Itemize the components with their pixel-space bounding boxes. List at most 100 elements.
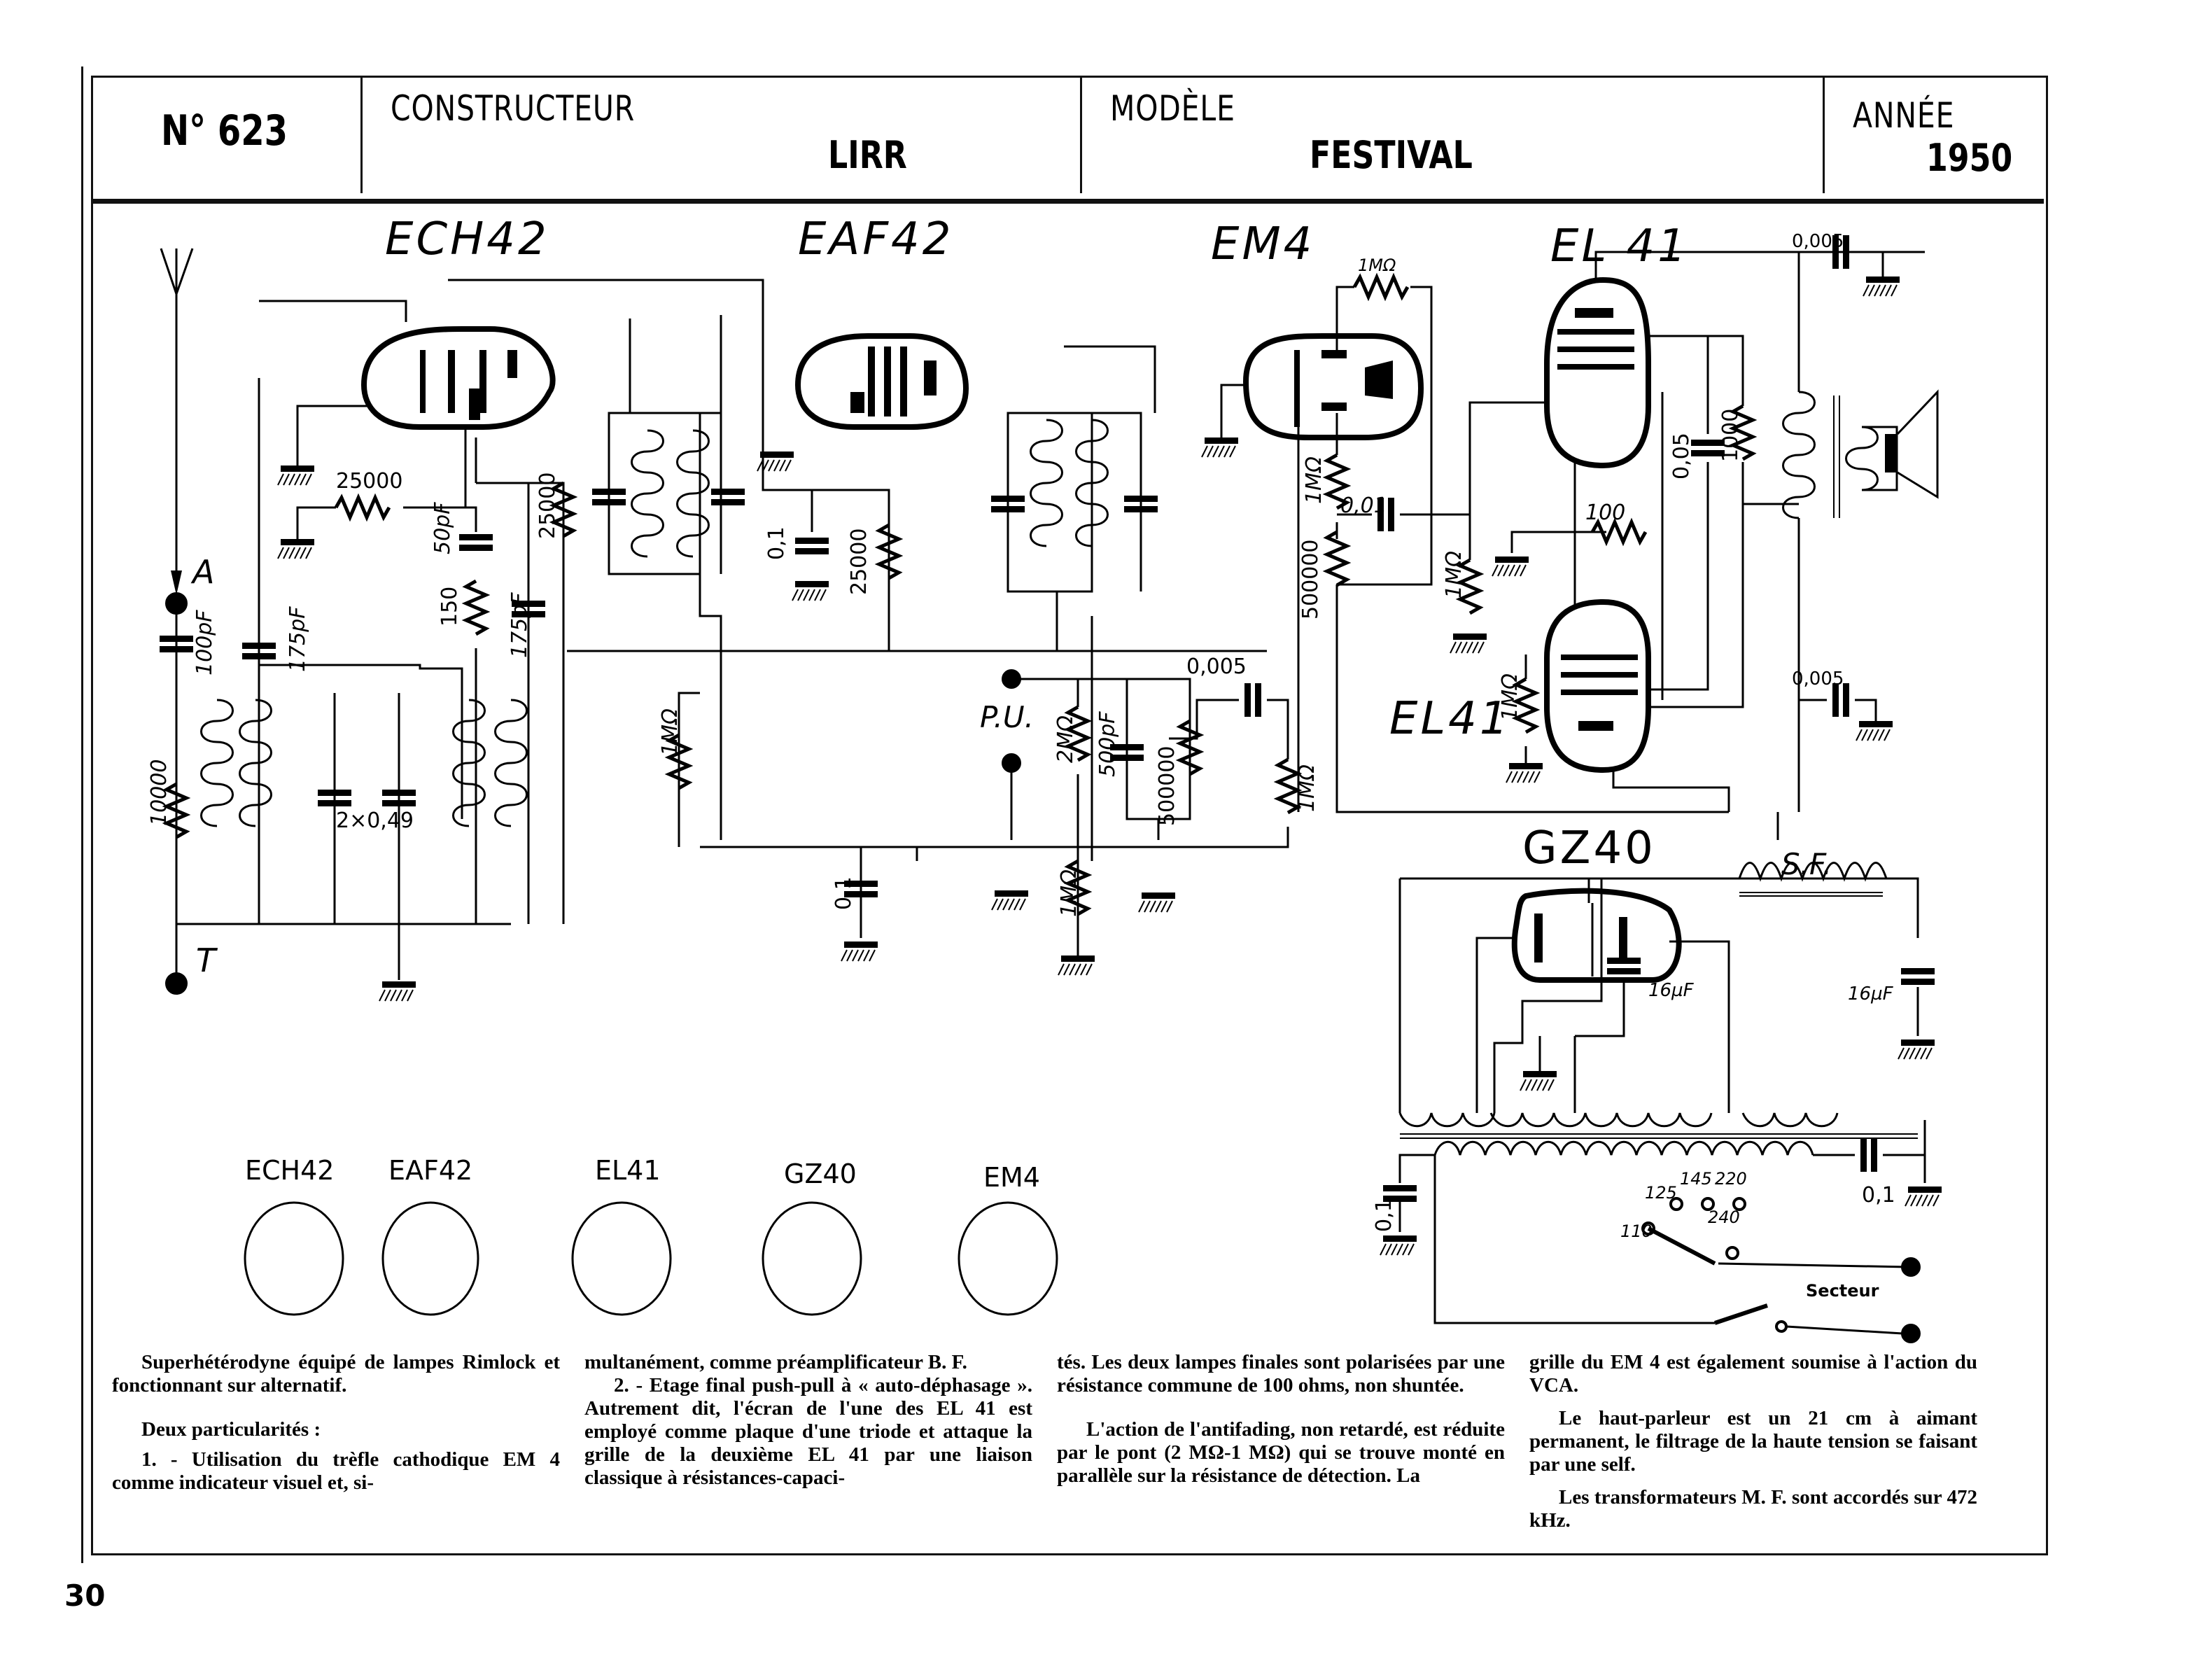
- tap-145: 145: [1680, 1169, 1712, 1189]
- label-c-antenna: 100pF: [192, 610, 217, 676]
- label-r-pu2: 1MΩ: [1295, 764, 1319, 812]
- tap-220: 220: [1715, 1169, 1747, 1189]
- annee-label: ANNÉE: [1853, 95, 1955, 136]
- label-r-agc: 1MΩ: [658, 708, 682, 756]
- paragraph: Deux particularités :: [141, 1418, 321, 1441]
- tube-label-el41-bottom: EL41: [1389, 693, 1511, 745]
- modele-cell: MODÈLE FESTIVAL: [1082, 76, 1825, 193]
- tube-label-em4: EM4: [1211, 218, 1315, 270]
- page-inner-frame: [91, 76, 2048, 1555]
- base-ech42-icon: [244, 1201, 344, 1316]
- el41-bottom-tube-icon: [1544, 598, 1651, 774]
- paragraph: tés. Les deux lampes finales sont polari…: [1057, 1351, 1505, 1396]
- label-r-antenna: 10000: [147, 759, 171, 826]
- text-column-1: Superhétérodyne équipé de lampes Rimlock…: [112, 1351, 560, 1494]
- eaf42-tube-icon: [794, 333, 969, 430]
- base-label-eaf42: EAF42: [388, 1155, 473, 1186]
- base-label-em4: EM4: [983, 1162, 1040, 1193]
- label-r-el2: 1MΩ: [1498, 673, 1522, 721]
- earth-label: T: [196, 941, 216, 979]
- label-r-cathode: 100: [1585, 500, 1626, 525]
- base-label-el41: EL41: [595, 1155, 661, 1186]
- page-number: 30: [64, 1578, 106, 1613]
- text-column-3: tés. Les deux lampes finales sont polari…: [1057, 1351, 1505, 1488]
- paragraph: 1. - Utilisation du trèfle cathodique EM…: [112, 1448, 560, 1494]
- if-transformer-1-icon: [591, 315, 746, 575]
- paragraph: grille du EM 4 est également soumise à l…: [1529, 1351, 1977, 1396]
- paragraph: multanément, comme préamplificateur B. F…: [584, 1351, 967, 1373]
- if-transformer-2-icon: [990, 345, 1159, 593]
- label-r-screen: 1000: [1718, 408, 1743, 462]
- label-c-filter1: 16µF: [1648, 980, 1694, 1001]
- mains-terminal-1-icon: [1901, 1257, 1921, 1277]
- voltage-selector-icon: [1641, 1197, 1908, 1268]
- label-c-bottom: 0,005: [1792, 668, 1844, 690]
- pickup-label: P.U.: [980, 700, 1034, 734]
- label-r-em4c: 500000: [1298, 539, 1323, 620]
- sheet-number: N° 623: [161, 106, 288, 155]
- tube-label-ech42: ECH42: [385, 214, 549, 265]
- label-r-pu1: 2MΩ: [1053, 715, 1078, 763]
- page-outer-frame: [81, 66, 2057, 1563]
- em4-tube-icon: [1242, 333, 1424, 440]
- label-tuning-cap: 2×0,49: [336, 808, 414, 833]
- antenna-terminal-icon: [165, 592, 188, 615]
- label-c-pu: 500pF: [1095, 711, 1120, 777]
- antenna-icon: [160, 248, 194, 595]
- label-c-eaf: 0,1: [764, 526, 789, 560]
- paragraph: Superhétérodyne équipé de lampes Rimlock…: [112, 1351, 560, 1396]
- paragraph: 2. - Etage final push-pull à « auto-déph…: [584, 1374, 1032, 1489]
- label-r-el1: 1MΩ: [1442, 551, 1466, 598]
- tube-label-eaf42: EAF42: [798, 214, 954, 265]
- mains-terminal-2-icon: [1901, 1324, 1921, 1343]
- base-label-ech42: ECH42: [245, 1155, 335, 1186]
- number-cell: N° 623: [91, 76, 363, 193]
- annee-value: 1950: [1926, 136, 2013, 180]
- text-column-4: grille du EM 4 est également soumise à l…: [1529, 1351, 1977, 1532]
- label-r-em4a: 1MΩ: [1358, 255, 1396, 275]
- ech42-tube-icon: [360, 326, 556, 430]
- modele-value: FESTIVAL: [1310, 133, 1473, 177]
- base-eaf42-icon: [381, 1201, 479, 1316]
- label-c-top: 0,005: [1792, 231, 1844, 252]
- constructeur-cell: CONSTRUCTEUR LIRR: [363, 76, 1082, 193]
- label-c-pu2: 0,005: [1186, 654, 1247, 679]
- modele-label: MODÈLE: [1110, 88, 1235, 129]
- output-transformer-icon: [1781, 252, 1898, 812]
- label-r-pu3: 1MΩ: [1057, 869, 1081, 917]
- annee-cell: ANNÉE 1950: [1825, 76, 2042, 193]
- label-c-mains1: 0,1: [1372, 1198, 1396, 1232]
- tap-240: 240: [1708, 1208, 1740, 1227]
- paragraph: Les transformateurs M. F. sont accordés …: [1529, 1486, 1977, 1532]
- power-switch-icon: [1714, 1303, 1903, 1335]
- base-label-gz40: GZ40: [784, 1158, 857, 1189]
- mains-transformer-icon: [1398, 1112, 1918, 1156]
- text-column-2: multanément, comme préamplificateur B. F…: [584, 1351, 1032, 1490]
- constructeur-value: LIRR: [828, 133, 907, 177]
- choke-label: S.F.: [1781, 847, 1832, 881]
- tube-label-el41-top: EL 41: [1550, 220, 1689, 272]
- label-r-grid: 25000: [336, 469, 403, 493]
- label-c-mains2: 0,1: [1862, 1183, 1895, 1208]
- paragraph: L'action de l'antifading, non retardé, e…: [1057, 1418, 1505, 1487]
- paragraph: Le haut-parleur est un 21 cm à aimant pe…: [1529, 1407, 1977, 1476]
- el41-top-tube-icon: [1544, 276, 1651, 469]
- antenna-label: A: [192, 553, 215, 591]
- tap-110: 110: [1620, 1222, 1653, 1241]
- label-r-osc: 150: [437, 586, 462, 626]
- base-em4-icon: [958, 1201, 1058, 1316]
- label-r-em4b: 1MΩ: [1302, 456, 1326, 504]
- label-c-em4: 0,01: [1340, 493, 1387, 518]
- tube-label-gz40: GZ40: [1522, 822, 1656, 874]
- base-gz40-icon: [762, 1201, 862, 1316]
- earth-terminal-icon: [165, 972, 188, 995]
- label-c-osc2: 175pF: [507, 592, 532, 658]
- label-r-eaf: 25000: [847, 528, 871, 595]
- label-c-screen: 0,05: [1669, 433, 1694, 479]
- label-c-pu3: 0,1: [832, 876, 856, 910]
- loudspeaker-icon: [1885, 389, 1939, 499]
- filter-choke-icon: [1738, 862, 1888, 882]
- label-r-plate: 25000: [535, 472, 560, 539]
- label-c-osc1: 175pF: [286, 606, 310, 672]
- header-table: N° 623 CONSTRUCTEUR LIRR MODÈLE FESTIVAL…: [91, 76, 2044, 204]
